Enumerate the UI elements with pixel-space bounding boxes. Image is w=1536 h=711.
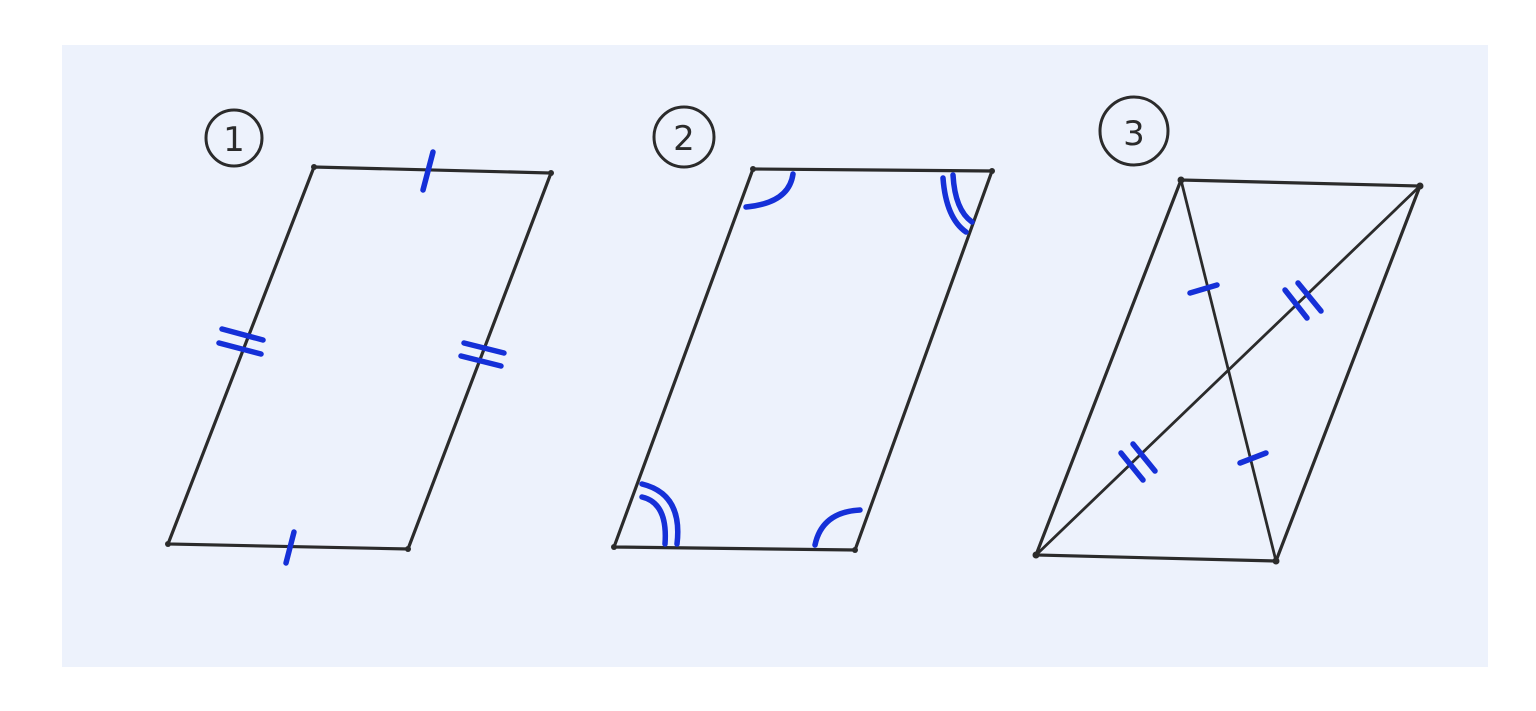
vertex-dots <box>165 164 1424 565</box>
double-tick-left <box>216 326 266 357</box>
parallelogram-1 <box>165 165 554 551</box>
parallelogram-2 <box>611 167 995 552</box>
tick-mark-top <box>420 149 436 193</box>
figure-2: 2 <box>611 105 995 552</box>
double-tick-upper-diagonal <box>1282 280 1324 321</box>
figure-3: 3 <box>1033 95 1423 563</box>
tick-mark-bottom <box>283 529 297 566</box>
double-tick-lower-diagonal <box>1118 441 1158 483</box>
double-angle-arc-top-right <box>940 172 975 235</box>
figure-1-label-circle <box>204 108 264 168</box>
figure-1: 1 <box>165 108 554 566</box>
angle-arc-top-left <box>743 171 796 210</box>
drawing-panel <box>62 45 1488 667</box>
figure-2-label: 2 <box>673 119 695 159</box>
figure-2-label-circle <box>652 105 716 169</box>
tick-mark-upper-half <box>1187 282 1220 296</box>
double-tick-right <box>458 340 507 369</box>
figure-1-label: 1 <box>223 120 245 160</box>
figure-3-label: 3 <box>1123 114 1145 154</box>
figure-3-label-circle <box>1098 95 1170 167</box>
tick-mark-lower-half <box>1237 450 1269 466</box>
angle-arc-bottom-right <box>812 507 863 548</box>
double-angle-arc-bottom-left <box>639 481 681 547</box>
diagonal-long <box>1034 184 1422 557</box>
